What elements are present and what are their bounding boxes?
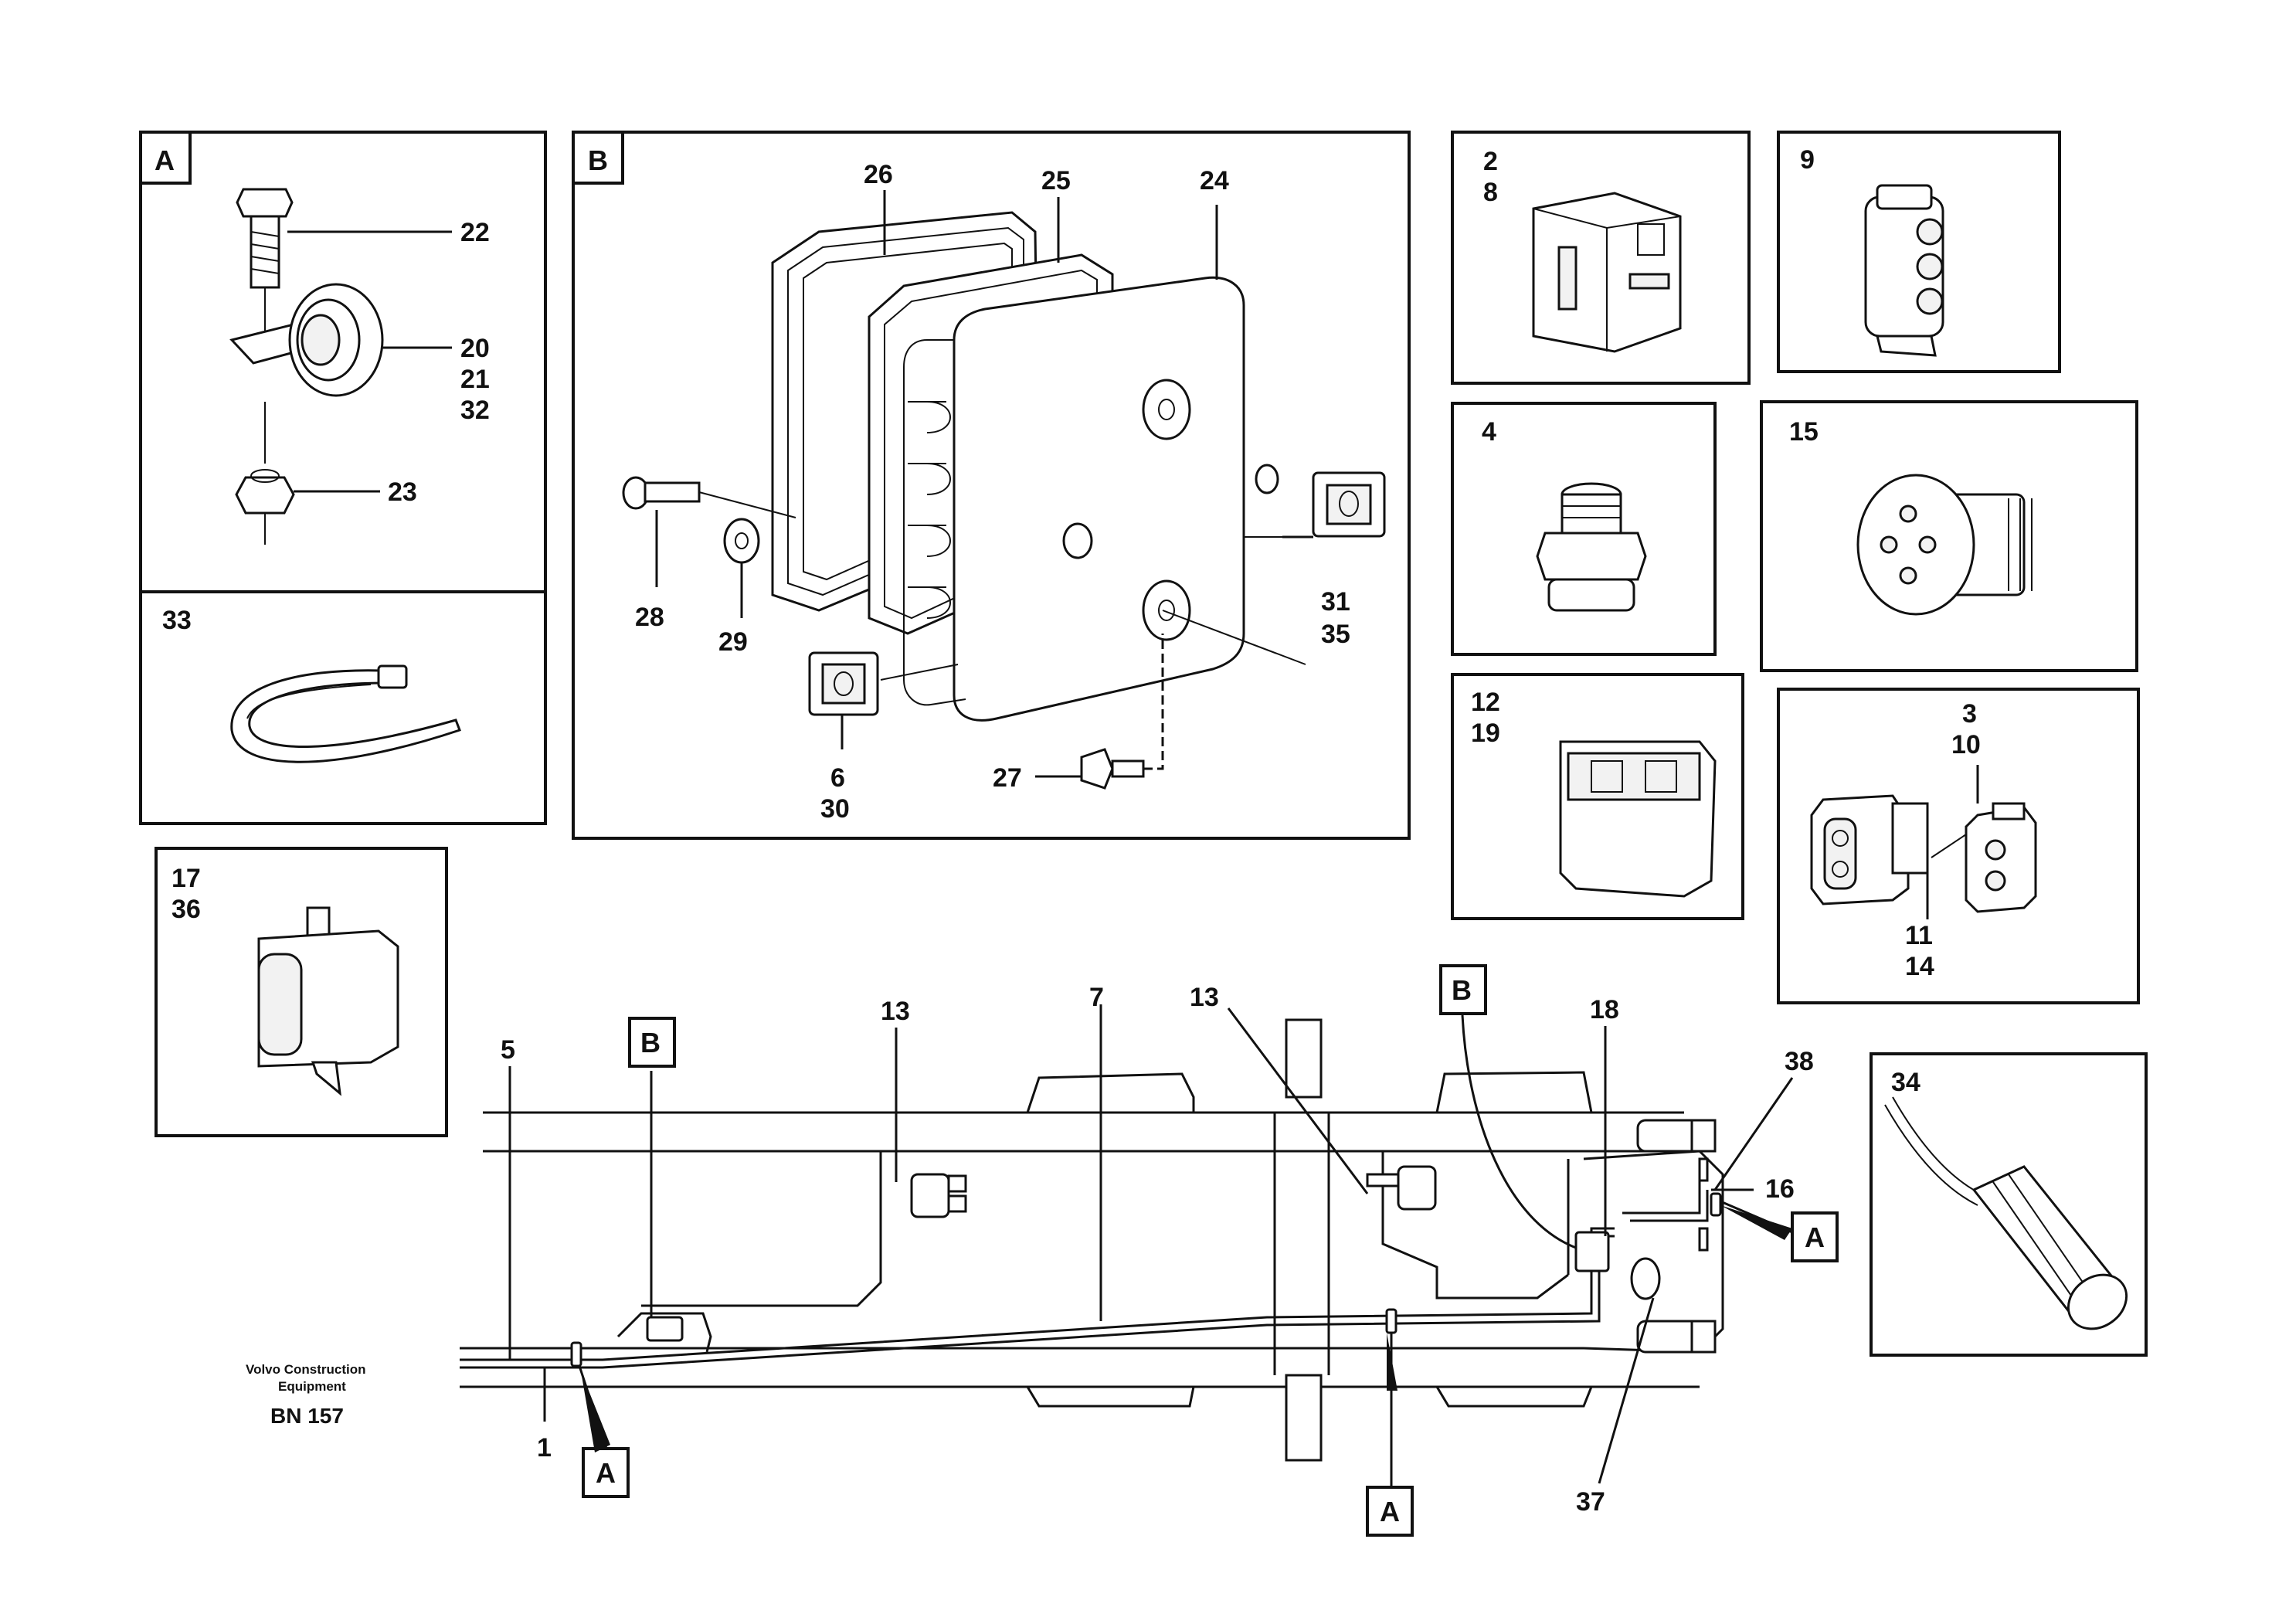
panel-15: 15	[1760, 400, 2138, 672]
label-4: 4	[1482, 417, 1496, 447]
socket-10-icon	[1965, 802, 2037, 913]
clip-nut-small-icon	[808, 651, 879, 716]
callout-a-left: A	[596, 1457, 616, 1489]
label-22: 22	[460, 218, 490, 247]
label-36: 36	[172, 895, 201, 924]
panel-3-10: 3 10 11 14	[1777, 688, 2140, 1004]
label-27: 27	[993, 763, 1022, 793]
panel-a-tag: A	[155, 144, 175, 176]
label-14: 14	[1905, 952, 1934, 981]
panel-4: 4	[1451, 402, 1717, 656]
connector-2-icon	[1532, 192, 1682, 353]
label-33: 33	[162, 606, 192, 635]
bolt-icon	[236, 188, 294, 332]
label-21: 21	[460, 365, 490, 394]
label-18: 18	[1590, 995, 1619, 1024]
plug-11-icon	[1810, 794, 1929, 905]
panel-2-8: 2 8	[1451, 131, 1751, 385]
label-17: 17	[172, 864, 201, 893]
label-31: 31	[1321, 587, 1350, 617]
panel-a: A 22 20 21 32 2	[139, 131, 547, 593]
label-23: 23	[388, 477, 417, 507]
label-2: 2	[1483, 147, 1498, 176]
sensor-34-icon	[1884, 1096, 2128, 1330]
label-19: 19	[1471, 719, 1500, 748]
label-38: 38	[1785, 1047, 1814, 1076]
panel-34: 34	[1870, 1052, 2148, 1357]
cable-gland-icon	[1536, 482, 1647, 612]
label-35: 35	[1321, 620, 1350, 649]
label-7: 7	[1089, 983, 1104, 1012]
clip-nut-icon	[1312, 471, 1386, 538]
connector-9-icon	[1864, 184, 1944, 357]
label-16: 16	[1765, 1174, 1795, 1204]
label-1: 1	[537, 1433, 552, 1463]
label-13-right: 13	[1190, 983, 1219, 1012]
callout-a-right: A	[1805, 1221, 1825, 1253]
nut-icon	[235, 402, 295, 545]
relay-icon	[1559, 740, 1717, 898]
label-32: 32	[460, 396, 490, 425]
screw-icon	[622, 476, 796, 518]
round-connector-icon	[1856, 474, 2033, 616]
label-9: 9	[1800, 145, 1815, 175]
label-20: 20	[460, 334, 490, 363]
connector-17-icon	[257, 906, 399, 1096]
label-24: 24	[1200, 166, 1229, 195]
callout-b-right: B	[1452, 974, 1472, 1006]
label-15: 15	[1789, 417, 1819, 447]
brand-line-2: Equipment	[278, 1379, 346, 1394]
label-28: 28	[635, 603, 664, 632]
label-10: 10	[1951, 730, 1981, 759]
chassis-layout: B B A A A 5 13 7 13 18 38 16 1 37	[460, 964, 1839, 1537]
panel-33: 33	[139, 590, 547, 825]
grommet-icon	[229, 283, 384, 397]
panel-b: B	[572, 131, 1411, 840]
label-30: 30	[820, 794, 850, 824]
label-26: 26	[864, 160, 893, 189]
panel-17-36: 17 36	[155, 847, 448, 1137]
label-8: 8	[1483, 178, 1498, 207]
panel-9: 9	[1777, 131, 2061, 373]
cover-box-24	[903, 276, 1279, 722]
callout-a-middle: A	[1380, 1496, 1400, 1527]
label-3: 3	[1962, 699, 1977, 729]
panel-b-tag: B	[588, 144, 608, 176]
doc-id: BN 157	[270, 1404, 344, 1428]
label-12: 12	[1471, 688, 1500, 717]
label-37: 37	[1576, 1487, 1605, 1517]
label-29: 29	[718, 627, 748, 657]
label-25: 25	[1041, 166, 1071, 195]
label-13-left: 13	[881, 997, 910, 1026]
screw-27-icon	[1080, 634, 1164, 790]
panel-12-19: 12 19	[1451, 673, 1744, 920]
brand-block: Volvo Construction Equipment BN 157	[246, 1362, 366, 1428]
label-6: 6	[830, 763, 845, 793]
label-11: 11	[1905, 921, 1933, 950]
cable-tie-icon	[230, 664, 461, 763]
callout-b-left: B	[640, 1027, 661, 1058]
label-34: 34	[1891, 1068, 1921, 1097]
washer-icon	[723, 518, 760, 564]
label-5: 5	[501, 1035, 515, 1065]
brand-line-1: Volvo Construction	[246, 1362, 366, 1377]
